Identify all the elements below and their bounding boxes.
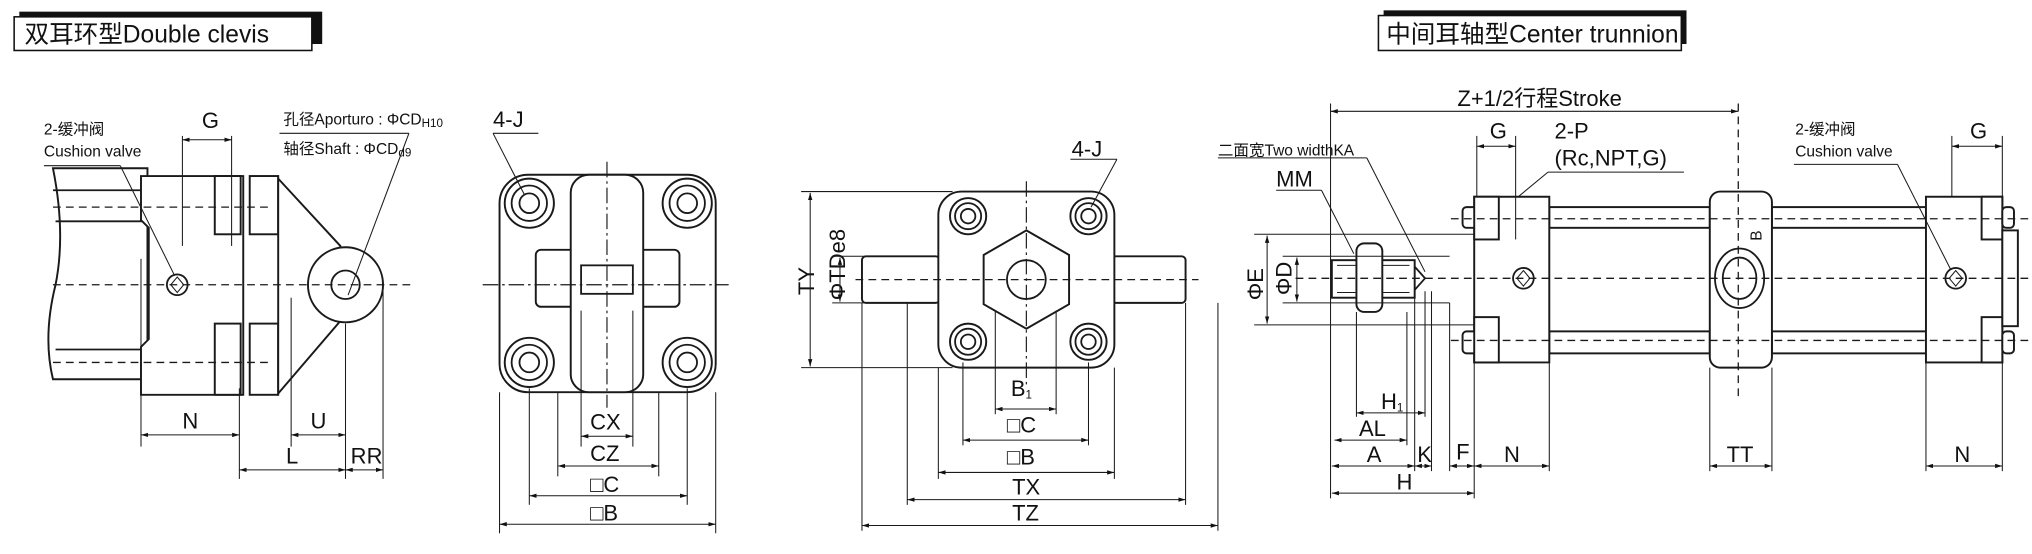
dim-U: U — [311, 408, 327, 433]
bolt-hole — [676, 351, 698, 374]
bolt-hole — [959, 208, 977, 225]
trunnion-front-view — [855, 181, 1199, 389]
extension-line — [1090, 158, 1118, 208]
title-center-trunnion-text: 中间耳轴型Center trunnion — [1386, 21, 1678, 49]
dim-4-J: 4-J — [493, 107, 524, 132]
bolt-ring — [510, 184, 548, 222]
extension-line — [347, 133, 410, 296]
bolt-ring — [1074, 327, 1103, 356]
ct-dim-N-right: N — [1954, 442, 1970, 467]
title-double-clevis: 双耳环型Double clevis — [13, 11, 323, 52]
extension-line — [1366, 157, 1426, 273]
dim-B1: B1 — [1011, 376, 1032, 402]
port-types-label: (Rc,NPT,G) — [1554, 146, 1666, 171]
dim-TX: TX — [1012, 474, 1040, 499]
dim-B: □B — [590, 500, 618, 525]
extension-line — [1517, 171, 1549, 198]
extension-line — [1897, 164, 1952, 270]
dim-D: ΦD — [1272, 262, 1297, 295]
center-trunnion-side-view — [1295, 103, 2031, 402]
double-clevis-side-view — [47, 167, 416, 397]
ct-dim-G-right: G — [1970, 119, 1987, 144]
dim-TT: TT — [1727, 442, 1754, 467]
ct-dim-N-left: N — [1504, 442, 1520, 467]
dimension-lines — [43, 103, 2003, 534]
bolt-hole — [518, 192, 541, 214]
dim-N: N — [182, 408, 198, 433]
dim-H: H — [1397, 469, 1413, 494]
dim-A: A — [1367, 442, 1382, 467]
dim-CX: CX — [590, 410, 621, 435]
dim-C: □C — [590, 472, 619, 497]
bolt-hole — [1080, 208, 1097, 225]
dim-TD: ΦTDe8 — [825, 229, 850, 300]
cushion-valve-label-en: Cushion valve — [44, 144, 141, 161]
dim-Z-half-stroke: Z+1/2行程Stroke — [1457, 86, 1621, 111]
dim-G: G — [202, 108, 219, 133]
cushion-valve-label-cn: 2-缓冲阀 — [44, 121, 104, 139]
bolt-ring — [668, 343, 706, 382]
dim-H1: H1 — [1381, 389, 1403, 415]
bolt-hole — [959, 333, 977, 350]
aperture-label: 孔径Aporturo : ΦCDH10 — [283, 110, 443, 130]
trunnion-dim-B: □B — [1007, 445, 1035, 470]
two-width-label: 二面宽Two widthKA — [1218, 141, 1355, 159]
extension-line — [1321, 190, 1355, 254]
dim-E: ΦE — [1243, 268, 1268, 300]
bolt-ring — [1074, 202, 1103, 231]
bolt-ring — [954, 327, 983, 356]
dim-B-mark: B — [1749, 230, 1766, 240]
ct-dim-G-left: G — [1490, 119, 1507, 144]
extension-line — [492, 133, 525, 195]
shaft-label: 轴径Shaft : ΦCDd9 — [283, 140, 411, 160]
trunnion-dim-4-J: 4-J — [1072, 137, 1103, 162]
bolt-ring — [510, 343, 548, 382]
title-double-clevis-text: 双耳环型Double clevis — [24, 21, 269, 49]
port-label: 2-P — [1554, 119, 1588, 144]
bolt-ring — [668, 184, 706, 222]
title-center-trunnion: 中间耳轴型Center trunnion — [1377, 10, 1687, 52]
dim-CZ: CZ — [590, 441, 619, 466]
bolt-hole — [1080, 333, 1097, 350]
bolt-hole — [518, 351, 541, 374]
dim-RR: RR — [351, 443, 383, 468]
ct-cushion-valve-en: Cushion valve — [1795, 144, 1892, 161]
dim-AL: AL — [1359, 416, 1386, 441]
double-clevis-front-view — [482, 161, 729, 408]
extension-line — [119, 165, 176, 276]
dim-MM: MM — [1276, 166, 1313, 191]
bolt-ring — [954, 202, 983, 231]
trunnion-dim-C: □C — [1007, 412, 1036, 437]
dim-F: F — [1456, 440, 1469, 465]
dim-TZ: TZ — [1012, 500, 1039, 525]
dim-L: L — [286, 443, 298, 468]
bolt-hole — [676, 192, 698, 214]
ct-cushion-valve-cn: 2-缓冲阀 — [1795, 121, 1855, 139]
dim-K: K — [1417, 442, 1432, 467]
dim-TY: TY — [794, 267, 819, 295]
